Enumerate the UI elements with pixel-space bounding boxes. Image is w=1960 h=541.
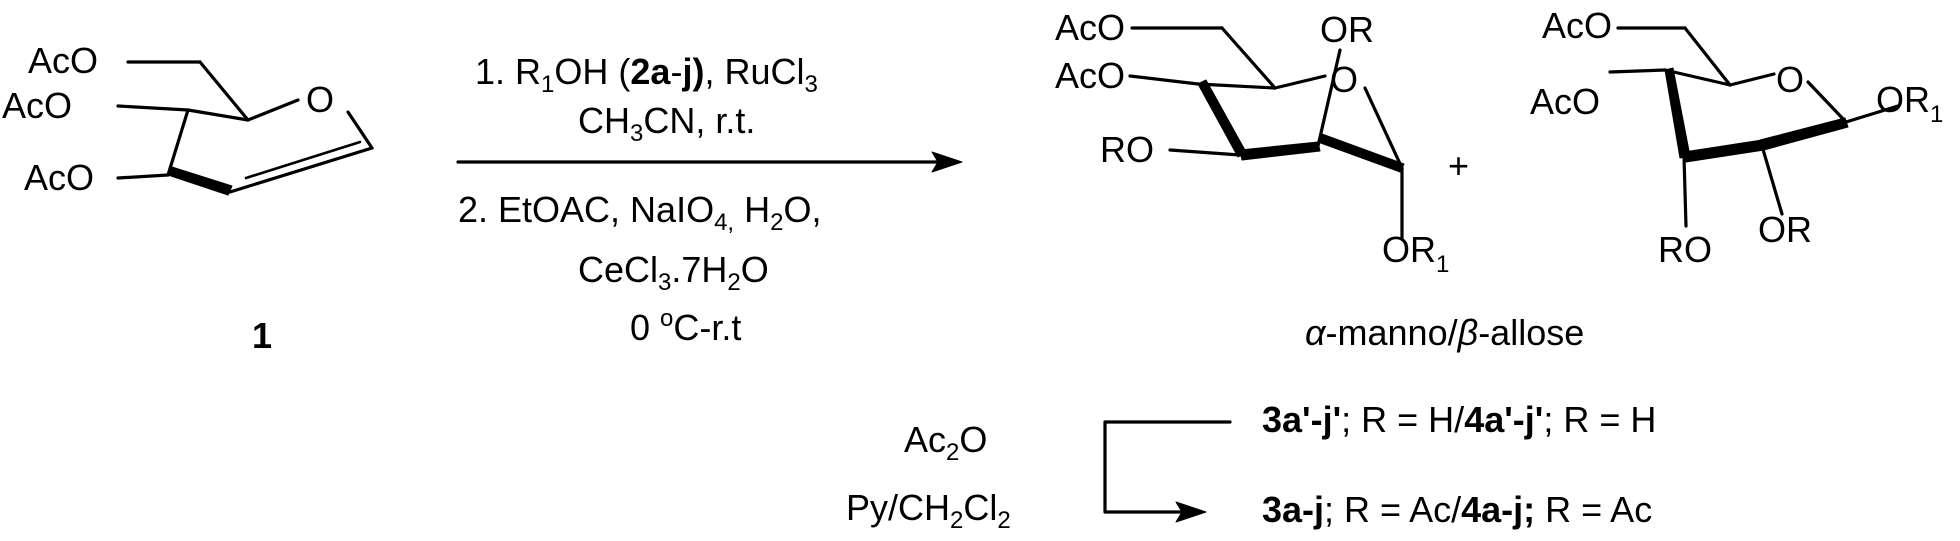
acetylation-reagent-2: Py/CH2Cl2 [846, 487, 1011, 534]
compound-1-acO-bot: AcO [24, 157, 94, 198]
compound-1-acO-top: AcO [28, 40, 98, 81]
condition-step2-line1: 2. EtOAC, NaIO4, H2O, [458, 189, 821, 236]
compound-1-acO-mid: AcO [2, 85, 72, 126]
products-line-1: 3a'-j'; R = H/4a'-j'; R = H [1262, 399, 1656, 440]
allose-ring-oxygen: O [1776, 59, 1804, 100]
manno-ro-left: RO [1100, 129, 1154, 170]
manno-acO-top: AcO [1055, 7, 1125, 48]
allose-acO-top: AcO [1542, 5, 1612, 46]
condition-step2-line3: 0 oC-r.t [630, 305, 741, 348]
product-manno-structure [1128, 26, 1405, 240]
allose-acO-left: AcO [1530, 81, 1600, 122]
product-allose-structure [1608, 26, 1900, 228]
acetylation-arrow [1103, 420, 1232, 523]
reaction-arrow [456, 151, 963, 173]
compound-1-label: 1 [252, 315, 272, 356]
condition-step1-line2: CH3CN, r.t. [578, 100, 755, 147]
compound-1-structure [116, 60, 374, 196]
manno-or-top: OR [1320, 9, 1374, 50]
products-caption: α-manno/β-allose [1305, 312, 1584, 353]
allose-ro-bottom: RO [1658, 229, 1712, 270]
allose-or-bottom: OR [1758, 209, 1812, 250]
condition-step2-line2: CeCl3.7H2O [578, 249, 769, 296]
manno-or1: OR1 [1382, 229, 1449, 278]
acetylation-reagent-1: Ac2O [904, 419, 987, 466]
products-line-2: 3a-j; R = Ac/4a-j; R = Ac [1262, 489, 1652, 530]
manno-ring-oxygen: O [1330, 59, 1358, 100]
manno-acO-left: AcO [1055, 55, 1125, 96]
allose-or1: OR1 [1876, 79, 1943, 128]
condition-step1-line1: 1. R1OH (2a-j), RuCl3 [475, 51, 818, 98]
compound-1-ring-oxygen: O [306, 79, 334, 120]
plus-sign: + [1448, 145, 1469, 186]
